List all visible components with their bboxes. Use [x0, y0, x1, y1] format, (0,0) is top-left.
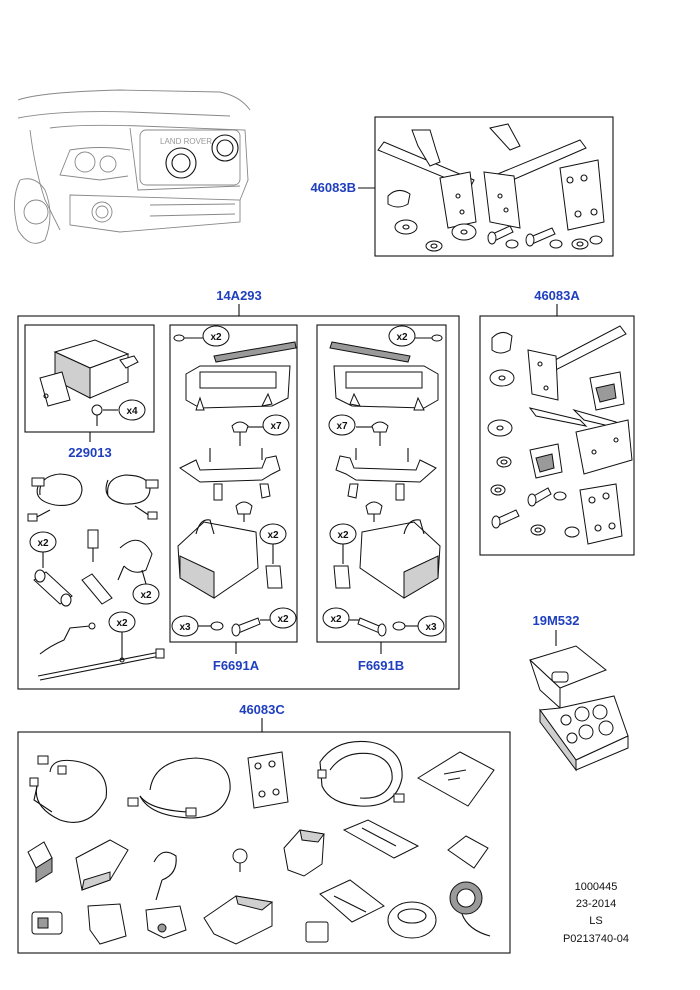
qty-badge-x2: x2 — [388, 325, 416, 347]
kit-46083b: 46083B — [310, 116, 614, 257]
label-14a293: 14A293 — [216, 288, 262, 303]
kit-14a293: 14A293 x4 229013 x2 — [17, 288, 460, 690]
vehicle-front-illustration: LAND ROVER — [14, 89, 251, 244]
qty-badge-x2: x2 — [202, 325, 230, 347]
qty-badge-x2: x2 — [329, 523, 357, 545]
qty-badge-x3: x3 — [417, 615, 445, 637]
reference-line-3: LS — [589, 915, 602, 927]
qty-badge-x2: x2 — [132, 583, 160, 605]
svg-text:x2: x2 — [267, 530, 279, 541]
label-229013: 229013 — [68, 445, 111, 460]
svg-text:x3: x3 — [179, 622, 191, 633]
label-46083c: 46083C — [239, 702, 285, 717]
svg-text:LAND ROVER: LAND ROVER — [160, 137, 212, 146]
label-19m532: 19M532 — [533, 613, 580, 628]
label-46083b: 46083B — [310, 180, 356, 195]
svg-text:x2: x2 — [140, 590, 152, 601]
svg-text:x2: x2 — [210, 332, 222, 343]
svg-text:x7: x7 — [336, 421, 348, 432]
qty-badge-x2: x2 — [322, 607, 350, 629]
qty-badge-x2: x2 — [259, 523, 287, 545]
label-46083a: 46083A — [534, 288, 580, 303]
qty-badge-x7: x7 — [262, 414, 290, 436]
reference-line-2: 23-2014 — [576, 898, 616, 910]
qty-badge-x2: x2 — [29, 531, 57, 553]
svg-text:x3: x3 — [425, 622, 437, 633]
qty-badge-x2: x2 — [108, 611, 136, 633]
svg-text:x2: x2 — [330, 614, 342, 625]
reference-block: 1000445 23-2014 LS P0213740-04 — [563, 881, 629, 945]
qty-badge-x2: x2 — [269, 607, 297, 629]
label-f6691a: F6691A — [213, 658, 260, 673]
svg-text:x7: x7 — [270, 421, 282, 432]
svg-text:x2: x2 — [37, 538, 49, 549]
reference-line-4: P0213740-04 — [563, 933, 629, 945]
reference-line-1: 1000445 — [575, 881, 618, 893]
svg-text:x4: x4 — [126, 406, 138, 417]
svg-text:x2: x2 — [396, 332, 408, 343]
svg-text:x2: x2 — [116, 618, 128, 629]
qty-badge-x4: x4 — [118, 399, 146, 421]
svg-text:x2: x2 — [277, 614, 289, 625]
kit-19m532: 19M532 — [529, 613, 629, 772]
kit-46083a: 46083A — [479, 288, 635, 556]
label-f6691b: F6691B — [358, 658, 404, 673]
svg-text:x2: x2 — [337, 530, 349, 541]
qty-badge-x7: x7 — [328, 414, 356, 436]
qty-badge-x3: x3 — [171, 615, 199, 637]
kit-46083c: 46083C — [17, 702, 511, 954]
